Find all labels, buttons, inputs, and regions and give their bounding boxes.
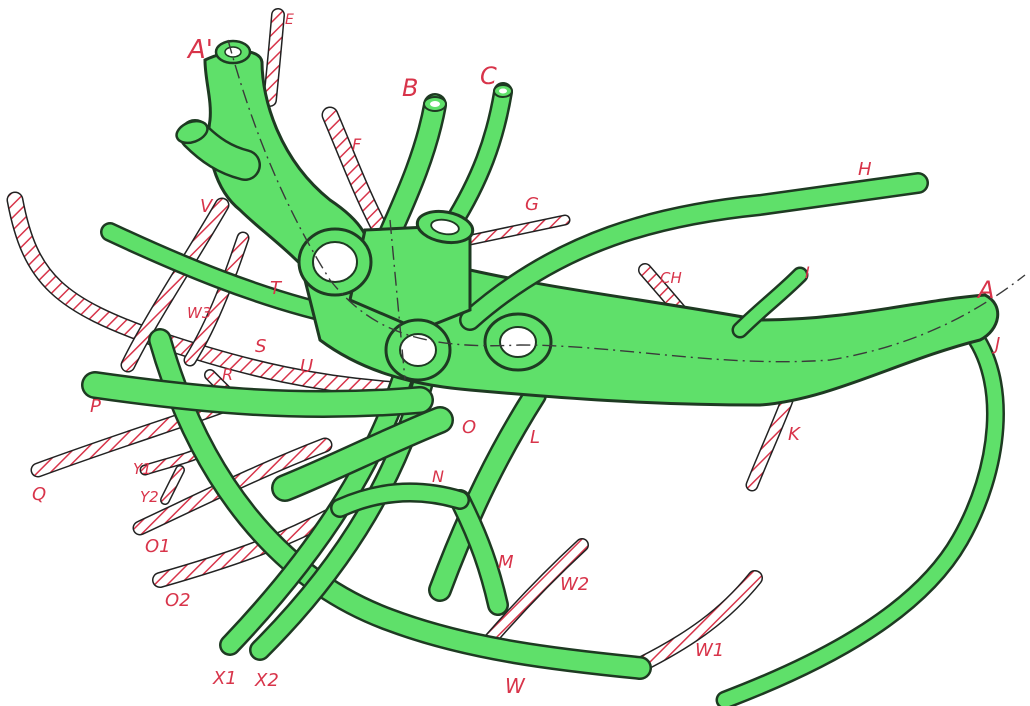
label-w1: W1 <box>695 640 724 661</box>
label-m: M <box>498 552 514 573</box>
hatched-vessel-g <box>470 220 565 240</box>
label-g: G <box>525 194 539 215</box>
label-ch: CH <box>660 269 682 287</box>
hatched-vessel-y1 <box>145 452 200 470</box>
label-s: S <box>255 336 266 357</box>
label-w2: W2 <box>560 574 589 595</box>
label-f: F <box>352 135 362 154</box>
label-k: K <box>788 424 801 445</box>
label-x1: X1 <box>212 668 237 689</box>
vessel-n <box>340 492 460 508</box>
label-h: H <box>858 159 872 180</box>
label-p: P <box>90 396 101 417</box>
label-n: N <box>432 467 444 486</box>
label-w: W <box>505 674 526 698</box>
label-c: C <box>480 62 497 90</box>
label-x2: X2 <box>254 670 279 691</box>
ring-right <box>485 314 551 370</box>
label-b: B <box>402 74 418 102</box>
label-o2: O2 <box>165 590 191 611</box>
label-w3: W3 <box>187 304 211 322</box>
vessel-c <box>452 85 512 225</box>
label-i: I <box>805 263 810 282</box>
label-v: V <box>200 196 214 217</box>
label-q: Q <box>32 484 46 505</box>
label-l: L <box>530 427 540 448</box>
label-y1: Y1 <box>133 460 152 478</box>
label-a-right: A <box>976 276 994 304</box>
hatched-vessel-y2 <box>165 470 180 500</box>
label-e: E <box>285 12 294 28</box>
label-u: U <box>300 356 313 377</box>
label-r: R <box>222 365 233 384</box>
ring-center <box>386 320 450 380</box>
label-a-top: A' <box>186 35 213 65</box>
label-o: O <box>462 417 476 438</box>
label-y2: Y2 <box>140 488 159 506</box>
label-o1: O1 <box>145 536 171 557</box>
